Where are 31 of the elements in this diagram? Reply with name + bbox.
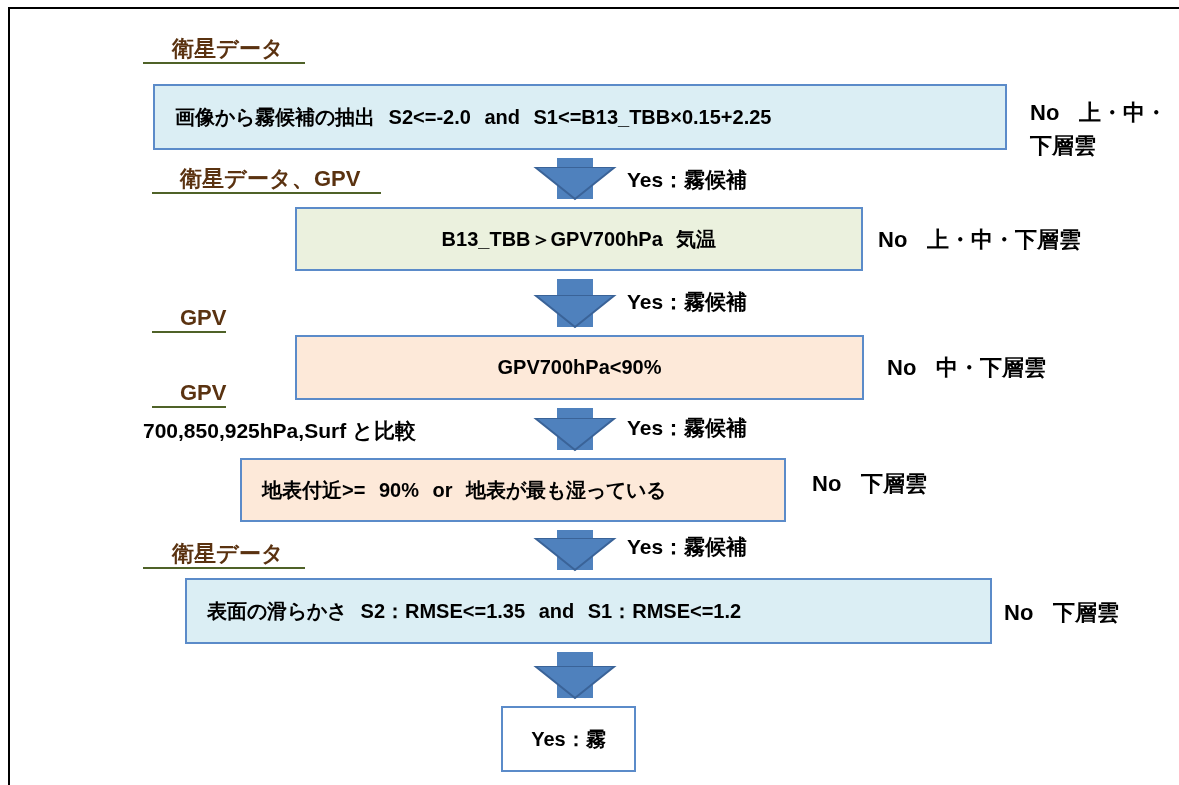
- data-source-label: 衛星データ: [143, 541, 305, 570]
- process-box: [185, 578, 992, 644]
- process-box: [153, 84, 1007, 150]
- edge-label: Yes：霧候補: [625, 533, 750, 561]
- data-source-label: GPV: [152, 380, 227, 409]
- box-text: 地表付近>= 90% or 地表が最も湿っている: [262, 477, 667, 503]
- box-text: 画像から霧候補の抽出 S2<=-2.0 and S1<=B13_TBB×0.15+2.25: [175, 104, 772, 130]
- process-box: [295, 207, 863, 271]
- data-source-label: 衛星データ: [143, 36, 305, 65]
- block-arrow: [534, 279, 616, 328]
- box-text: Yes：霧: [531, 726, 606, 752]
- data-source-label: 衛星データ、GPV: [152, 166, 381, 195]
- edge-label: Yes：霧候補: [625, 166, 750, 194]
- data-source-label: GPV: [152, 305, 227, 334]
- box-text: GPV700hPa<90%: [497, 356, 662, 379]
- outcome-note: No 上・中・下層雲: [1030, 99, 1169, 160]
- outcome-note: No 下層雲: [1004, 599, 1121, 627]
- process-box: [240, 458, 786, 522]
- outcome-note: No 中・下層雲: [887, 354, 1048, 382]
- block-arrow: [534, 158, 616, 200]
- edge-label: Yes：霧候補: [625, 414, 750, 442]
- block-arrow: [534, 408, 616, 451]
- edge-label: Yes：霧候補: [625, 288, 750, 316]
- outcome-note: No 上・中・下層雲: [878, 226, 1083, 254]
- process-box: [295, 335, 864, 400]
- outcome-note: No 下層雲: [812, 470, 929, 498]
- box-text: 表面の滑らかさ S2：RMSE<=1.35 and S1：RMSE<=1.2: [207, 598, 742, 624]
- box-text: B13_TBB＞GPV700hPa 気温: [441, 226, 717, 252]
- block-arrow: [534, 652, 616, 699]
- process-box: [501, 706, 636, 772]
- note-text: 700,850,925hPa,Surf と比較: [143, 418, 416, 444]
